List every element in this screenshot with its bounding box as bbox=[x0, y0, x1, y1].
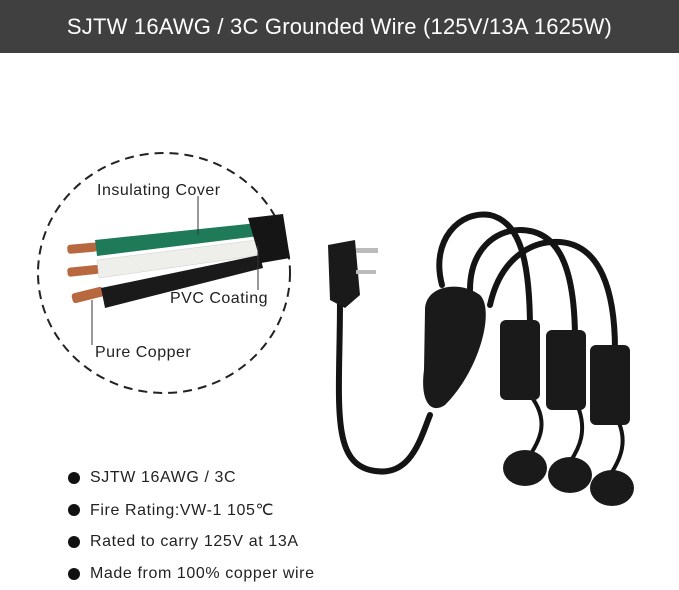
header-title: SJTW 16AWG / 3C Grounded Wire (125V/13A … bbox=[66, 13, 613, 39]
feature-item: Made from 100% copper wire bbox=[68, 558, 315, 590]
feature-text: Fire Rating:VW-1 105℃ bbox=[90, 502, 275, 519]
bullet-icon bbox=[68, 472, 80, 484]
bullet-icon bbox=[68, 536, 80, 548]
splitter-cord-image bbox=[320, 200, 670, 510]
feature-item: Fire Rating:VW-1 105℃ bbox=[68, 494, 315, 526]
feature-text: Made from 100% copper wire bbox=[90, 565, 315, 582]
bullet-icon bbox=[68, 504, 80, 516]
wire-detail-callout: Insulating Cover PVC Coating Pure Copper bbox=[35, 150, 293, 396]
feature-list: SJTW 16AWG / 3C Fire Rating:VW-1 105℃ Ra… bbox=[68, 462, 315, 590]
feature-item: Rated to carry 125V at 13A bbox=[68, 526, 315, 558]
bullet-icon bbox=[68, 568, 80, 580]
label-insulating-cover: Insulating Cover bbox=[97, 182, 221, 199]
feature-text: Rated to carry 125V at 13A bbox=[90, 533, 299, 550]
feature-item: SJTW 16AWG / 3C bbox=[68, 462, 315, 494]
label-pvc-coating: PVC Coating bbox=[170, 290, 268, 307]
feature-text: SJTW 16AWG / 3C bbox=[90, 469, 237, 486]
label-pure-copper: Pure Copper bbox=[95, 344, 192, 361]
header-banner: SJTW 16AWG / 3C Grounded Wire (125V/13A … bbox=[0, 0, 679, 53]
wire-cross-section-icon bbox=[37, 152, 291, 394]
power-splitter-icon bbox=[328, 211, 634, 506]
